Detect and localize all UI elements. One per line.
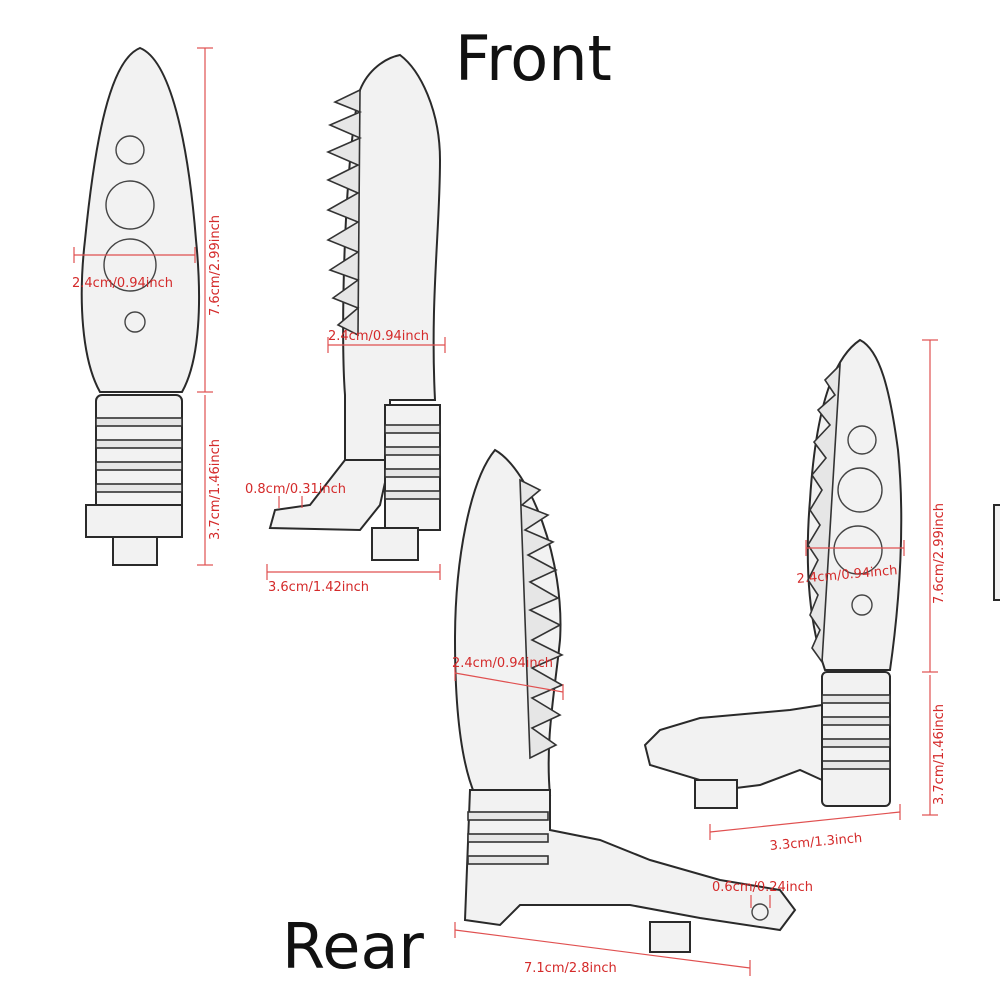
front-side-width-label: 2.4cm/0.94inch — [328, 329, 429, 344]
rear-left-bracket — [463, 789, 797, 932]
rear-lens-led-1 — [847, 425, 877, 455]
rear-left-hole-label: 0.6cm/0.24inch — [712, 880, 813, 895]
front-straight-lens-height-label: 7.6cm/2.99inch — [208, 215, 223, 316]
rear-right-length-label: 3.3cm/1.3inch — [769, 831, 863, 854]
front-straight-connector — [112, 536, 158, 566]
rear-left-width-label: 2.4cm/0.94inch — [452, 656, 553, 671]
rear-left-mount-hole — [751, 903, 769, 921]
rear-left-indicator — [453, 448, 797, 953]
rear-left-connector — [649, 921, 691, 953]
front-straight-base — [85, 504, 183, 538]
front-straight-lens — [80, 46, 201, 393]
front-side-length-label: 3.6cm/1.42inch — [268, 580, 369, 595]
rear-heading: Rear — [282, 910, 424, 983]
front-side-connector — [371, 527, 419, 561]
front-side-hole-label: 0.8cm/0.31inch — [245, 482, 346, 497]
cropped-part — [993, 504, 1000, 601]
rear-lens-led-2 — [837, 467, 883, 513]
rear-right-stem-height-label: 3.7cm/1.46inch — [932, 704, 947, 805]
front-heading: Front — [455, 22, 612, 95]
lens-led-4 — [124, 311, 146, 333]
lens-led-1 — [115, 135, 145, 165]
lens-led-3 — [103, 238, 157, 292]
rear-lens-led-4 — [851, 594, 873, 616]
front-straight-width-label: 2.4cm/0.94inch — [72, 276, 173, 291]
front-side-indicator — [268, 53, 442, 561]
rear-right-indicator — [643, 338, 903, 809]
rear-right-connector — [694, 779, 738, 809]
rear-lens-led-3 — [833, 525, 883, 575]
rear-right-lens-height-label: 7.6cm/2.99inch — [932, 503, 947, 604]
front-side-stem — [384, 404, 441, 531]
rear-right-bracket — [643, 703, 823, 792]
front-straight-indicator — [80, 46, 201, 566]
rear-left-length-label: 7.1cm/2.8inch — [524, 961, 617, 976]
lens-led-2 — [105, 180, 155, 230]
front-straight-stem-height-label: 3.7cm/1.46inch — [208, 439, 223, 540]
